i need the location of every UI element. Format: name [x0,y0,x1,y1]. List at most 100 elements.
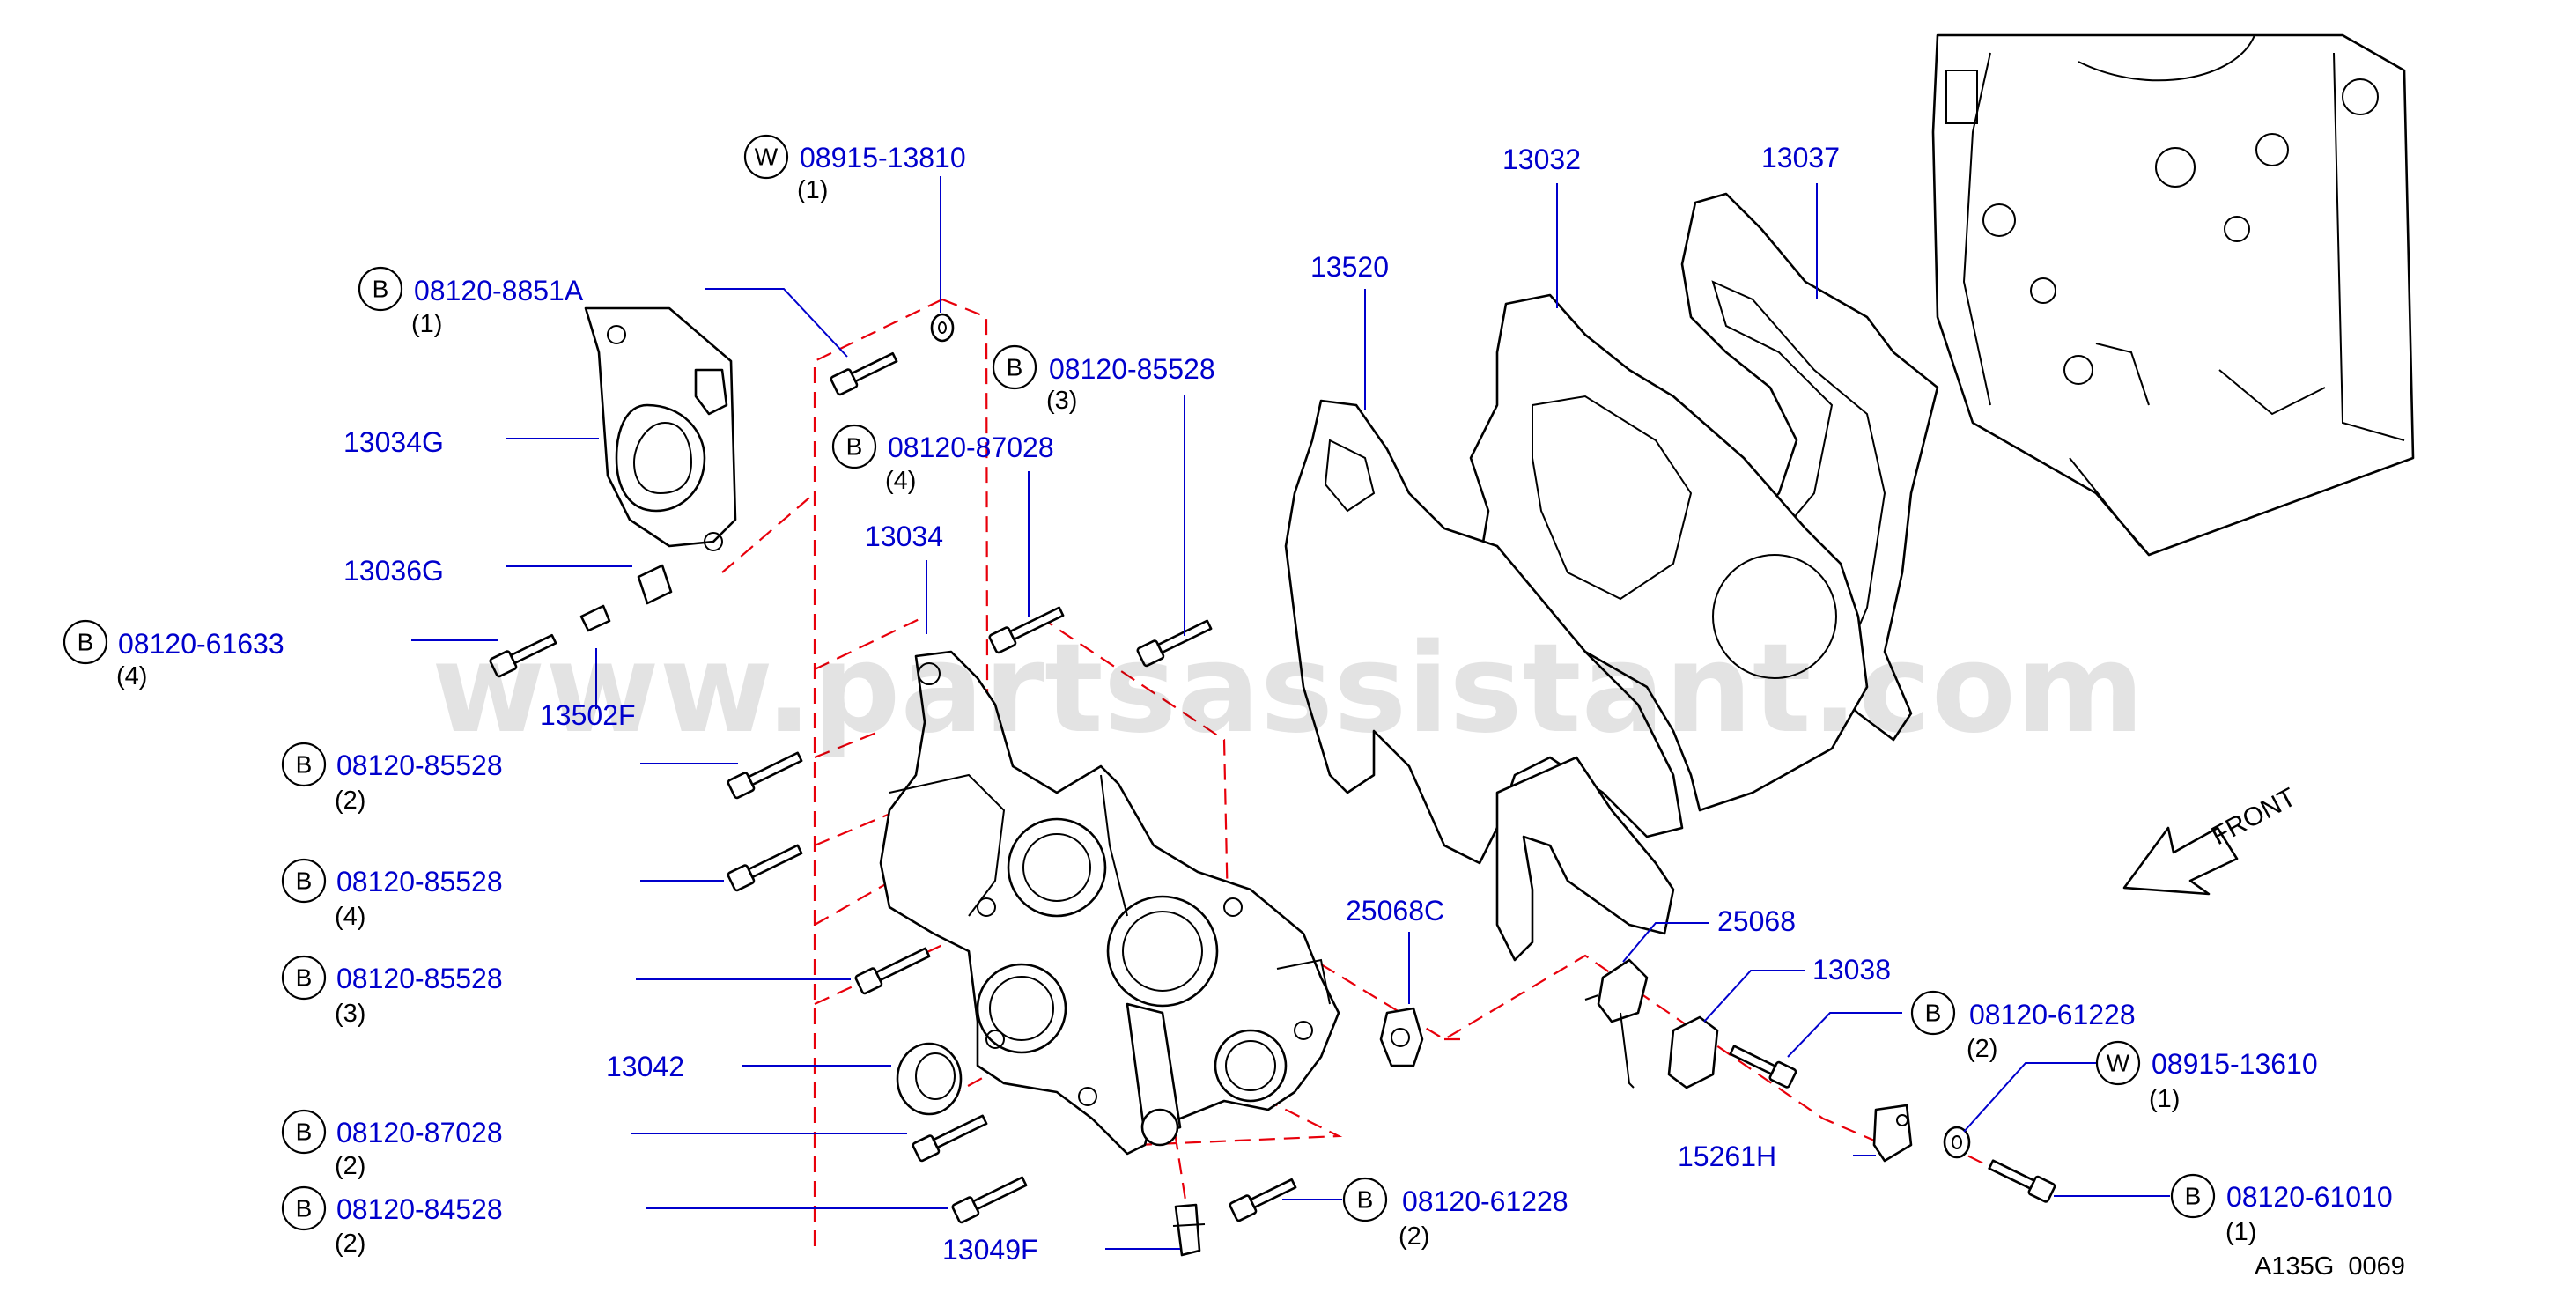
quantity: (3) [335,1000,365,1028]
callout-13502f: 13502F [540,699,636,731]
engine-block [1931,33,2415,557]
part-number[interactable]: 15261H [1678,1141,1776,1172]
sensor-25068 [1584,958,1649,1089]
badge-letter: B [296,964,313,992]
bolt-08120-87028-upper [988,606,1065,654]
part-number[interactable]: 13038 [1812,954,1891,986]
bolt-badge [2170,1173,2216,1219]
badge-letter: B [296,868,313,895]
part-number[interactable]: 13042 [606,1051,684,1082]
quantity: (4) [885,467,916,495]
part-number[interactable]: 08120-61228 [1969,999,2136,1030]
part-number[interactable]: 08120-61633 [118,628,284,660]
part-number[interactable]: 13034 [865,521,943,552]
cover-13038 [1667,1015,1719,1089]
callout-b-08120-61228-b: B 08120-61228 (2) [1910,990,2136,1063]
washer-badge [743,134,789,180]
callout-b-08120-87028-4: B 08120-87028 (4) [831,424,1054,495]
quantity: (2) [1399,1222,1429,1251]
part-number[interactable]: 13032 [1502,144,1581,175]
gasket-25068c [1379,1007,1424,1067]
callout-b-08120-85528-2: B 08120-85528 (2) [281,742,503,815]
callout-13038: 13038 [1812,954,1891,986]
bolt-badge [1342,1177,1388,1222]
timing-cover [879,650,1340,1156]
bolt-badge [281,742,327,787]
callout-b-08120-85528-3b: B 08120-85528 (3) [281,955,503,1028]
part-number[interactable]: 08120-61228 [1402,1185,1568,1217]
callout-b-08120-61633: B 08120-61633 (4) [63,619,284,690]
quantity: (4) [116,662,147,690]
bushing-13036g [637,564,673,605]
part-number[interactable]: 08120-87028 [888,432,1054,463]
callout-13037: 13037 [1761,142,1840,174]
callout-w-08915-13610: W 08915-13610 (1) [2095,1040,2318,1113]
badge-letter: B [296,751,313,779]
water-plug-13049f [1172,1203,1206,1257]
quantity: (1) [411,310,442,338]
badge-letter: W [2107,1050,2130,1077]
bolt-08120-85528-upper [1136,619,1213,668]
leader-lines [411,176,2170,1250]
part-number[interactable]: 13037 [1761,142,1840,174]
bolts [489,351,2056,1224]
badge-letter: B [1357,1186,1374,1214]
part-number[interactable]: 13520 [1310,251,1389,283]
part-number[interactable]: 08120-87028 [336,1117,503,1148]
part-number[interactable]: 08120-85528 [336,866,503,897]
bolt-badge [358,266,403,312]
bolt-08120-61228-right [1729,1045,1797,1089]
callout-b-08120-8851a: B 08120-8851A (1) [358,266,584,338]
badge-letter: B [1925,1000,1942,1027]
part-number[interactable]: 25068C [1346,895,1444,927]
callout-b-08120-61228-a: B 08120-61228 (2) [1342,1177,1568,1251]
callout-labels: W 08915-13810 (1) B 08120-8851A (1) 1303… [63,134,2393,1266]
bolt-badge [63,619,108,665]
quantity: (2) [335,1229,365,1258]
badge-letter: W [755,144,779,171]
part-number[interactable]: 08120-8851A [414,275,584,306]
bolt-08120-84528 [951,1176,1028,1224]
dowel-13502f [579,604,611,632]
callout-13042: 13042 [606,1051,684,1082]
badge-letter: B [2185,1183,2202,1210]
badge-letter: B [373,276,389,303]
part-number[interactable]: 08120-61010 [2226,1181,2393,1213]
part-number[interactable]: 25068 [1717,905,1796,937]
bolt-badge [831,424,877,469]
part-number[interactable]: 08120-85528 [336,749,503,781]
part-number[interactable]: 13049F [942,1234,1038,1266]
bolt-badge [281,1185,327,1231]
part-number[interactable]: 08120-84528 [336,1193,503,1225]
callout-13049f: 13049F [942,1234,1038,1266]
callout-b-08120-85528-4: B 08120-85528 (4) [281,858,503,931]
callout-25068: 25068 [1717,905,1796,937]
part-number[interactable]: 08120-85528 [336,963,503,994]
part-number[interactable]: 13036G [343,555,444,587]
quantity: (3) [1046,387,1077,415]
front-direction-arrow: FRONT [2122,783,2301,896]
badge-letter: B [296,1119,313,1146]
quantity: (2) [335,786,365,815]
badge-letter: B [846,433,863,461]
quantity: (2) [1967,1035,1997,1063]
part-number[interactable]: 13034G [343,426,444,458]
bolt-badge [281,955,327,1001]
gasket-13520 [1284,399,1684,962]
bolt-badge [281,858,327,904]
washer-badge [2095,1040,2141,1086]
part-number[interactable]: 13502F [540,699,636,731]
part-number[interactable]: 08915-13810 [800,142,966,174]
bolt-08120-85528-c [854,947,931,995]
badge-letter: B [1007,354,1023,381]
bolt-08120-61633 [489,633,557,678]
callout-25068c: 25068C [1346,895,1444,927]
bolt-badge [992,344,1037,390]
oil-pump-cover [584,306,737,551]
part-number[interactable]: 08120-85528 [1049,353,1215,385]
oil-seal-13042 [896,1042,963,1116]
part-number[interactable]: 08915-13610 [2152,1048,2318,1080]
callout-13032: 13032 [1502,144,1581,175]
callout-w-08915-13810: W 08915-13810 (1) [743,134,966,204]
callout-b-08120-61010: B 08120-61010 (1) [2170,1173,2393,1246]
